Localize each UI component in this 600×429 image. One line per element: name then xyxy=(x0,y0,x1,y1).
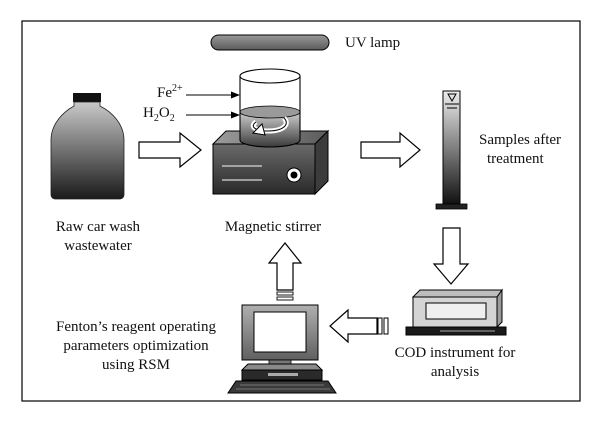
h2o2-reagent-label: H2O2 xyxy=(143,105,175,124)
uv-lamp-label: UV lamp xyxy=(345,35,401,51)
computer xyxy=(227,304,337,394)
rsm-optimization-label: Fenton’s reagent operating parameters op… xyxy=(56,319,216,373)
arrow-cod-to-computer xyxy=(329,308,389,344)
uv-lamp xyxy=(210,34,330,51)
samples-after-treatment-label: Samples after treatment xyxy=(479,132,562,167)
wastewater-bottle xyxy=(50,93,125,200)
beaker xyxy=(239,68,301,148)
reagent-arrows xyxy=(186,91,240,119)
diagram-border xyxy=(21,20,581,402)
arrow-bottle-to-stirrer xyxy=(138,131,202,169)
arrow-samples-to-cod xyxy=(432,227,470,285)
magnetic-stirrer-label: Magnetic stirrer xyxy=(224,219,322,235)
raw-wastewater-label: Raw car wash wastewater xyxy=(55,219,141,254)
cod-instrument xyxy=(405,288,507,336)
arrow-computer-to-stirrer xyxy=(267,242,303,301)
graduated-cylinder xyxy=(435,90,468,210)
stirring-arrow-icon xyxy=(250,116,289,136)
arrow-stirrer-to-samples xyxy=(360,131,421,169)
fe-reagent-label: Fe2+ xyxy=(157,83,183,102)
cod-instrument-label: COD instrument for analysis xyxy=(394,345,516,380)
